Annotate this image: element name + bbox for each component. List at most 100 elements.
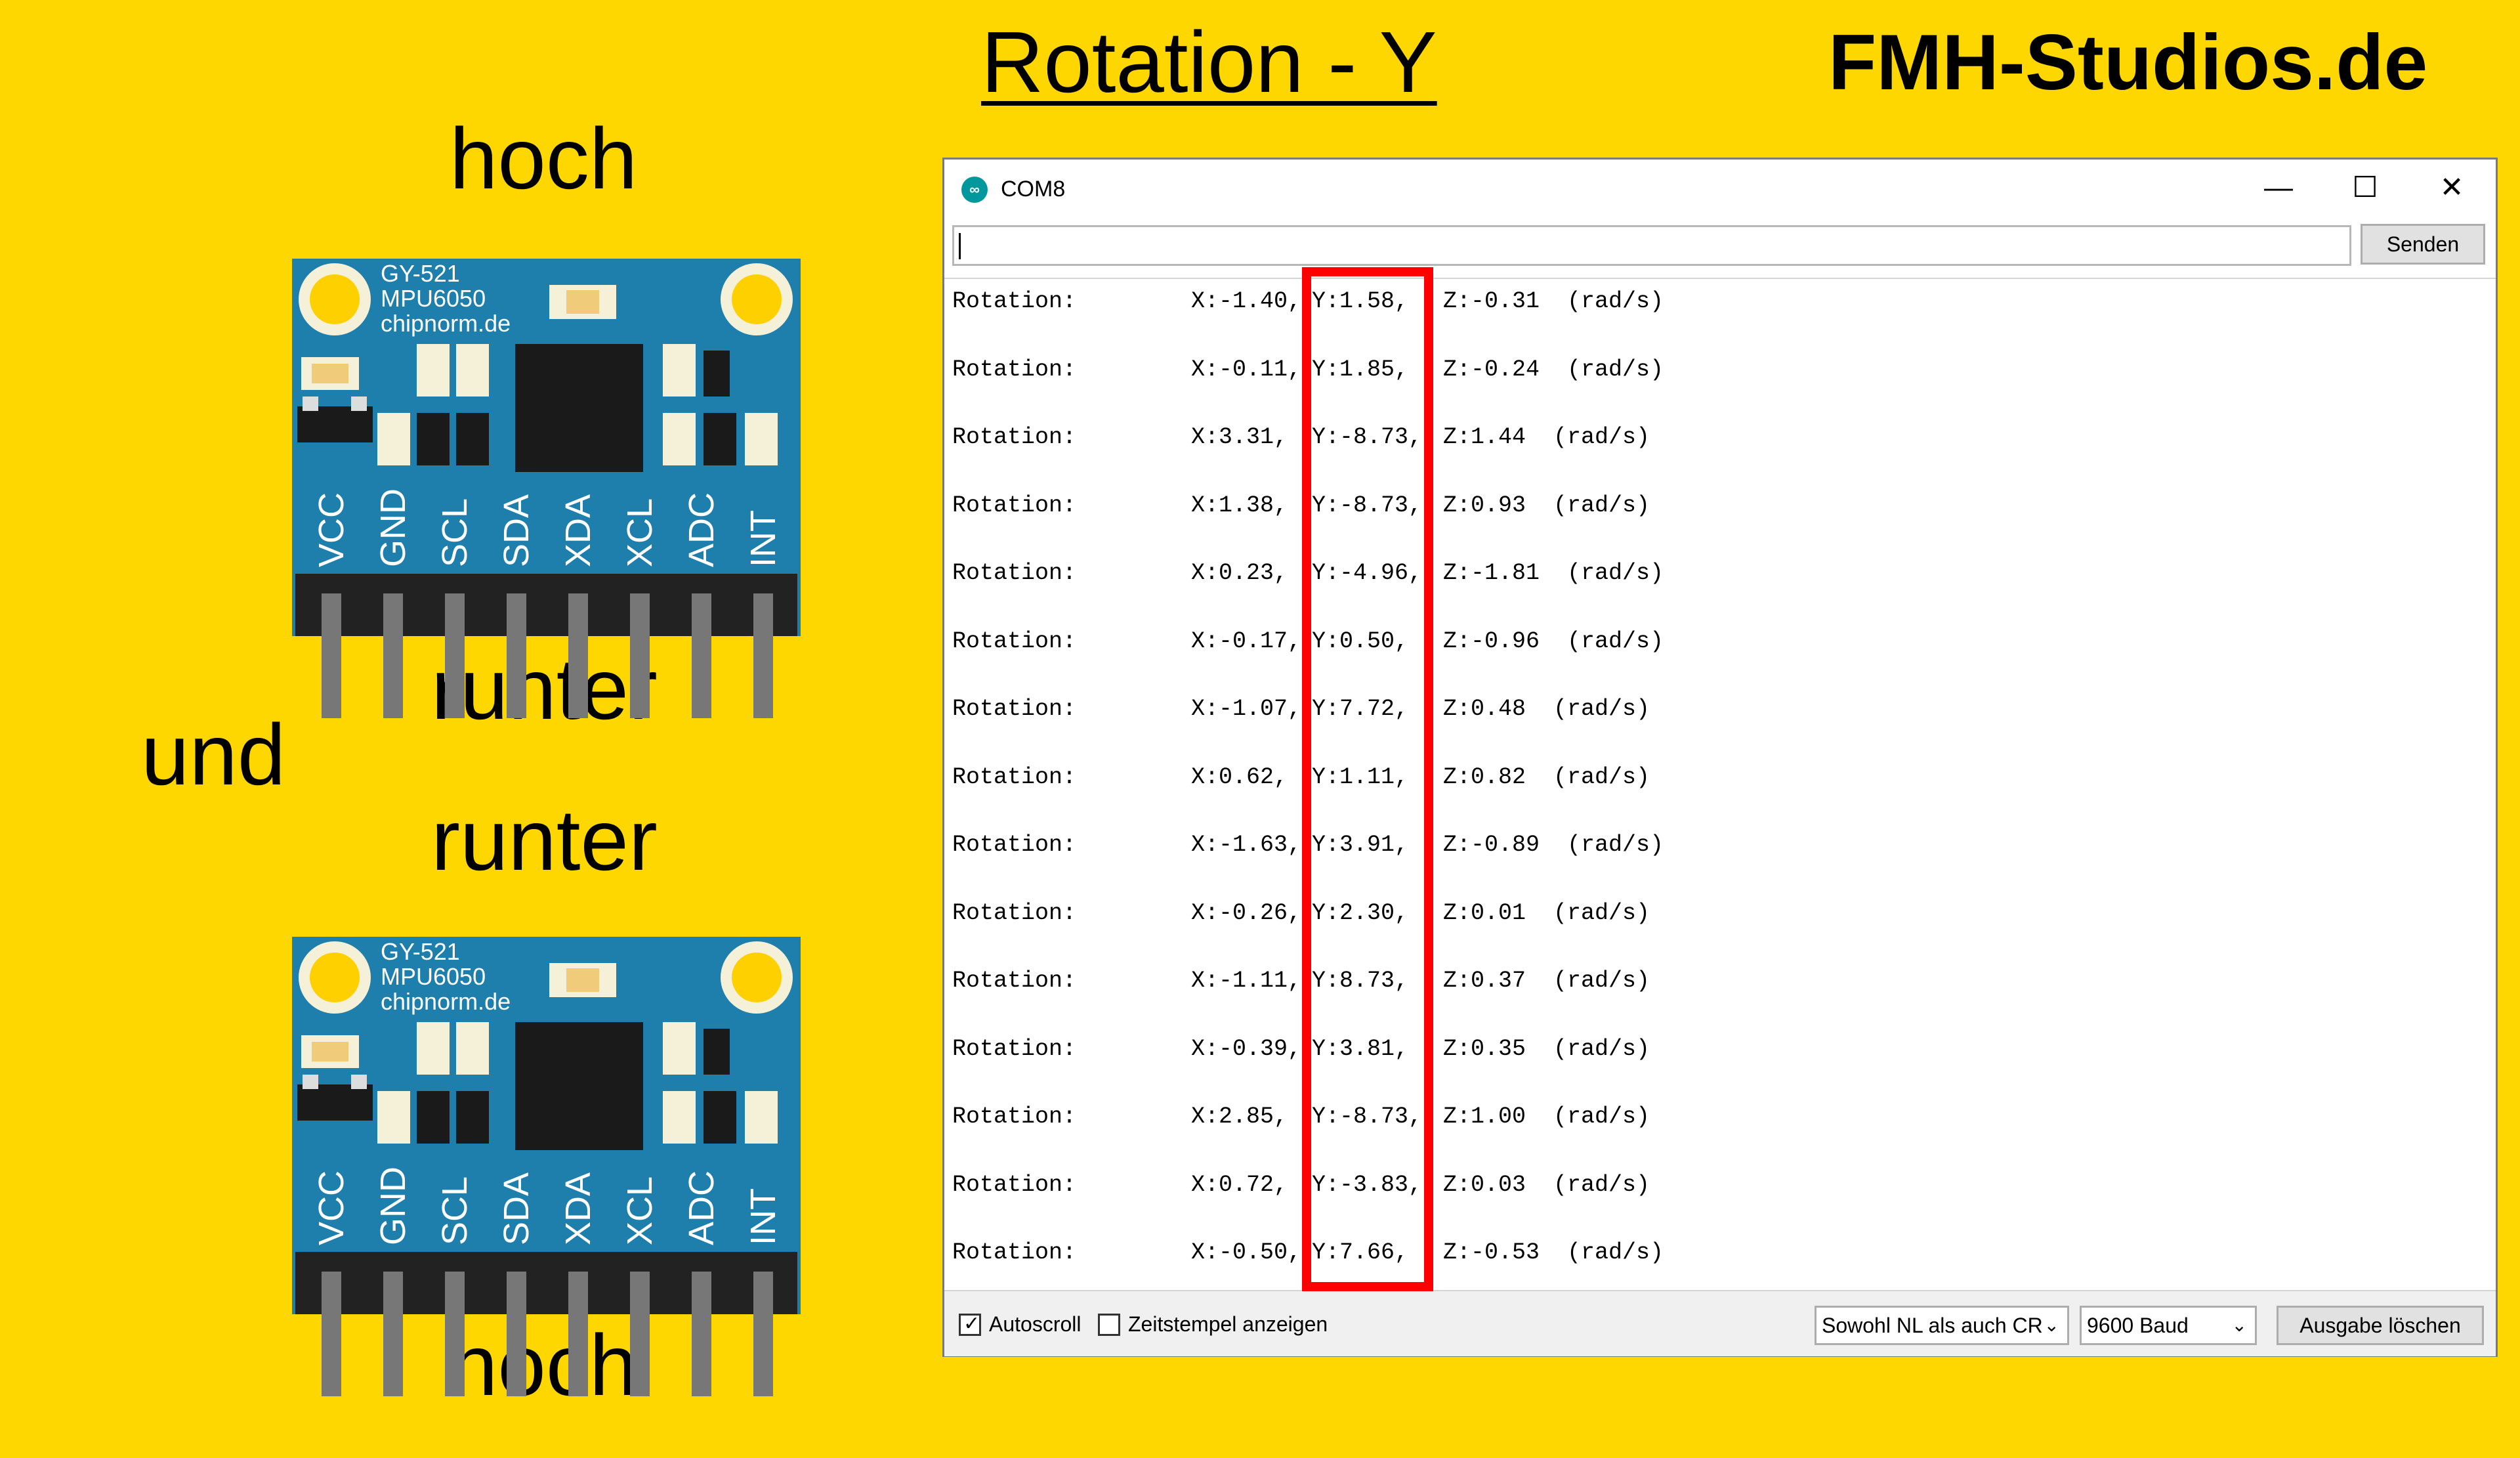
chevron-down-icon: ⌄ — [2231, 1315, 2247, 1335]
row-label: Rotation: — [952, 1035, 1077, 1062]
row-label: Rotation: — [952, 832, 1077, 858]
minimize-button[interactable]: — — [2264, 171, 2293, 204]
row-y-value: Y:-8.73, — [1312, 492, 1423, 519]
row-label: Rotation: — [952, 968, 1077, 994]
pin-label-gnd: GND — [373, 1167, 413, 1245]
row-y-value: Y:-8.73, — [1312, 1104, 1423, 1130]
row-x-value: X:-0.50, — [1191, 1239, 1302, 1266]
label-top-down: runter — [431, 641, 658, 737]
row-x-value: X:-0.17, — [1191, 628, 1302, 654]
serial-row: Rotation: X:0.72, Y:-3.83, Z:0.03 (rad/s) — [944, 1165, 2496, 1205]
pin-label-gnd: GND — [373, 488, 413, 567]
serial-row: Rotation:X:-0.17,Y:0.50,Z:-0.96 (rad/s) — [944, 622, 2496, 661]
board-text-line3: chipnorm.de — [381, 310, 511, 337]
baud-value: 9600 Baud — [2087, 1314, 2189, 1337]
pin-label-xda: XDA — [558, 494, 598, 567]
serial-row: Rotation: X:-0.11, Y:1.85, Z:-0.24 (rad/s) — [944, 350, 2496, 389]
serial-row: Rotation:X:-1.07,Y:7.72,Z:0.48 (rad/s) — [944, 689, 2496, 729]
row-z-value: Z:-0.53 (rad/s) — [1443, 1239, 1664, 1266]
pin-label-int: INT — [744, 510, 783, 567]
title-bar[interactable]: ∞ COM8 — ☐ ✕ — [944, 160, 2496, 217]
row-y-value: Y:1.11, — [1312, 763, 1409, 790]
serial-monitor-window: ∞ COM8 — ☐ ✕ Senden Rotation:X:-1.40,Y:1… — [942, 158, 2498, 1357]
row-y-value: Y:3.91, — [1312, 832, 1409, 858]
row-z-value: Z:-0.96 (rad/s) — [1443, 628, 1664, 654]
row-y-value: Y:-3.83, — [1312, 1171, 1423, 1198]
row-label: Rotation: — [952, 424, 1077, 450]
mpu6050-board-bottom: GY-521 MPU6050 chipnorm.de VCC GND SCL S… — [292, 875, 801, 1458]
row-x-value: X:-0.11, — [1191, 356, 1302, 383]
row-label: Rotation: — [952, 288, 1077, 314]
row-x-value: X:-1.63, — [1191, 832, 1302, 858]
pin-label-xda: XDA — [558, 1172, 598, 1245]
row-y-value: Y:7.66, — [1312, 1239, 1409, 1266]
line-ending-select[interactable]: Sowohl NL als auch CR ⌄ — [1815, 1306, 2069, 1345]
chevron-down-icon: ⌄ — [2044, 1315, 2059, 1335]
status-bar: ✓ Autoscroll Zeitstempel anzeigen Sowohl… — [944, 1290, 2496, 1356]
row-x-value: X:-1.11, — [1191, 968, 1302, 994]
mpu6050-board-graphic: GY-521 MPU6050 chipnorm.de VCC GND SCL S… — [292, 937, 801, 1396]
row-y-value: Y:7.72, — [1312, 696, 1409, 722]
pin-label-xcl: XCL — [620, 498, 660, 567]
row-z-value: Z:0.35 (rad/s) — [1443, 1035, 1650, 1062]
row-y-value: Y:1.85, — [1312, 356, 1409, 383]
row-label: Rotation: — [952, 1104, 1077, 1130]
label-bottom-down: runter — [431, 792, 658, 888]
row-x-value: X:-0.39, — [1191, 1035, 1302, 1062]
send-row: Senden — [944, 223, 2496, 275]
y-column-highlight — [1302, 267, 1433, 1291]
send-input[interactable] — [952, 225, 2351, 266]
close-button[interactable]: ✕ — [2439, 171, 2464, 204]
board-text-line2: MPU6050 — [381, 963, 486, 990]
autoscroll-checkbox[interactable]: ✓ — [959, 1313, 981, 1336]
row-label: Rotation: — [952, 1239, 1077, 1266]
pin-label-scl: SCL — [435, 1176, 474, 1245]
row-label: Rotation: — [952, 356, 1077, 383]
serial-row: Rotation: X:2.85, Y:-8.73, Z:1.00 (rad/s) — [944, 1097, 2496, 1136]
row-y-value: Y:-4.96, — [1312, 560, 1423, 586]
pin-label-adc: ADC — [682, 1170, 721, 1245]
row-z-value: Z:0.37 (rad/s) — [1443, 968, 1650, 994]
row-z-value: Z:1.00 (rad/s) — [1443, 1104, 1650, 1130]
row-x-value: X:0.72, — [1191, 1171, 1288, 1198]
serial-row: Rotation: X:3.31, Y:-8.73, Z:1.44 (rad/s) — [944, 418, 2496, 457]
serial-row: Rotation:X:1.38,Y:-8.73,Z:0.93 (rad/s) — [944, 486, 2496, 525]
row-x-value: X:3.31, — [1191, 424, 1288, 450]
mpu6050-board-top: GY-521 MPU6050 chipnorm.de VCC GND SCL S… — [292, 197, 801, 780]
serial-row: Rotation: X:-0.39, Y:3.81, Z:0.35 (rad/s) — [944, 1029, 2496, 1069]
send-button[interactable]: Senden — [2361, 224, 2485, 265]
timestamp-label: Zeitstempel anzeigen — [1128, 1312, 1328, 1336]
serial-row: Rotation:X:-1.40,Y:1.58,Z:-0.31 (rad/s) — [944, 282, 2496, 321]
row-y-value: Y:2.30, — [1312, 899, 1409, 926]
mpu6050-board-graphic: GY-521 MPU6050 chipnorm.de VCC GND SCL S… — [292, 259, 801, 718]
row-label: Rotation: — [952, 1171, 1077, 1198]
serial-row: Rotation:X:0.62,Y:1.11,Z:0.82 (rad/s) — [944, 758, 2496, 797]
autoscroll-label: Autoscroll — [989, 1312, 1082, 1336]
pin-label-sda: SDA — [497, 494, 536, 567]
row-x-value: X:2.85, — [1191, 1104, 1288, 1130]
row-label: Rotation: — [952, 492, 1077, 519]
board-text-line1: GY-521 — [381, 260, 460, 287]
row-x-value: X:0.62, — [1191, 763, 1288, 790]
row-z-value: Z:1.44 (rad/s) — [1443, 424, 1650, 450]
row-label: Rotation: — [952, 899, 1077, 926]
timestamp-checkbox[interactable] — [1098, 1314, 1120, 1336]
clear-output-button[interactable]: Ausgabe löschen — [2277, 1306, 2484, 1345]
pin-label-adc: ADC — [682, 492, 721, 567]
row-z-value: Z:0.03 (rad/s) — [1443, 1171, 1650, 1198]
row-y-value: Y:1.58, — [1312, 288, 1409, 314]
serial-output[interactable]: Rotation:X:-1.40,Y:1.58,Z:-0.31 (rad/s)R… — [944, 278, 2496, 1291]
row-label: Rotation: — [952, 696, 1077, 722]
row-y-value: Y:3.81, — [1312, 1035, 1409, 1062]
slide-title: Rotation - Y — [981, 14, 1437, 110]
serial-row: Rotation:X:-1.11,Y:8.73,Z:0.37 (rad/s) — [944, 961, 2496, 1000]
row-z-value: Z:-0.24 (rad/s) — [1443, 356, 1664, 383]
checkmark-icon: ✓ — [963, 1313, 980, 1335]
pin-label-sda: SDA — [497, 1172, 536, 1245]
maximize-button[interactable]: ☐ — [2352, 171, 2378, 204]
row-y-value: Y:-8.73, — [1312, 424, 1423, 450]
pin-label-vcc: VCC — [312, 492, 351, 567]
window-title: COM8 — [1001, 177, 1066, 202]
row-z-value: Z:-0.31 (rad/s) — [1443, 288, 1664, 314]
baud-select[interactable]: 9600 Baud ⌄ — [2080, 1306, 2257, 1345]
